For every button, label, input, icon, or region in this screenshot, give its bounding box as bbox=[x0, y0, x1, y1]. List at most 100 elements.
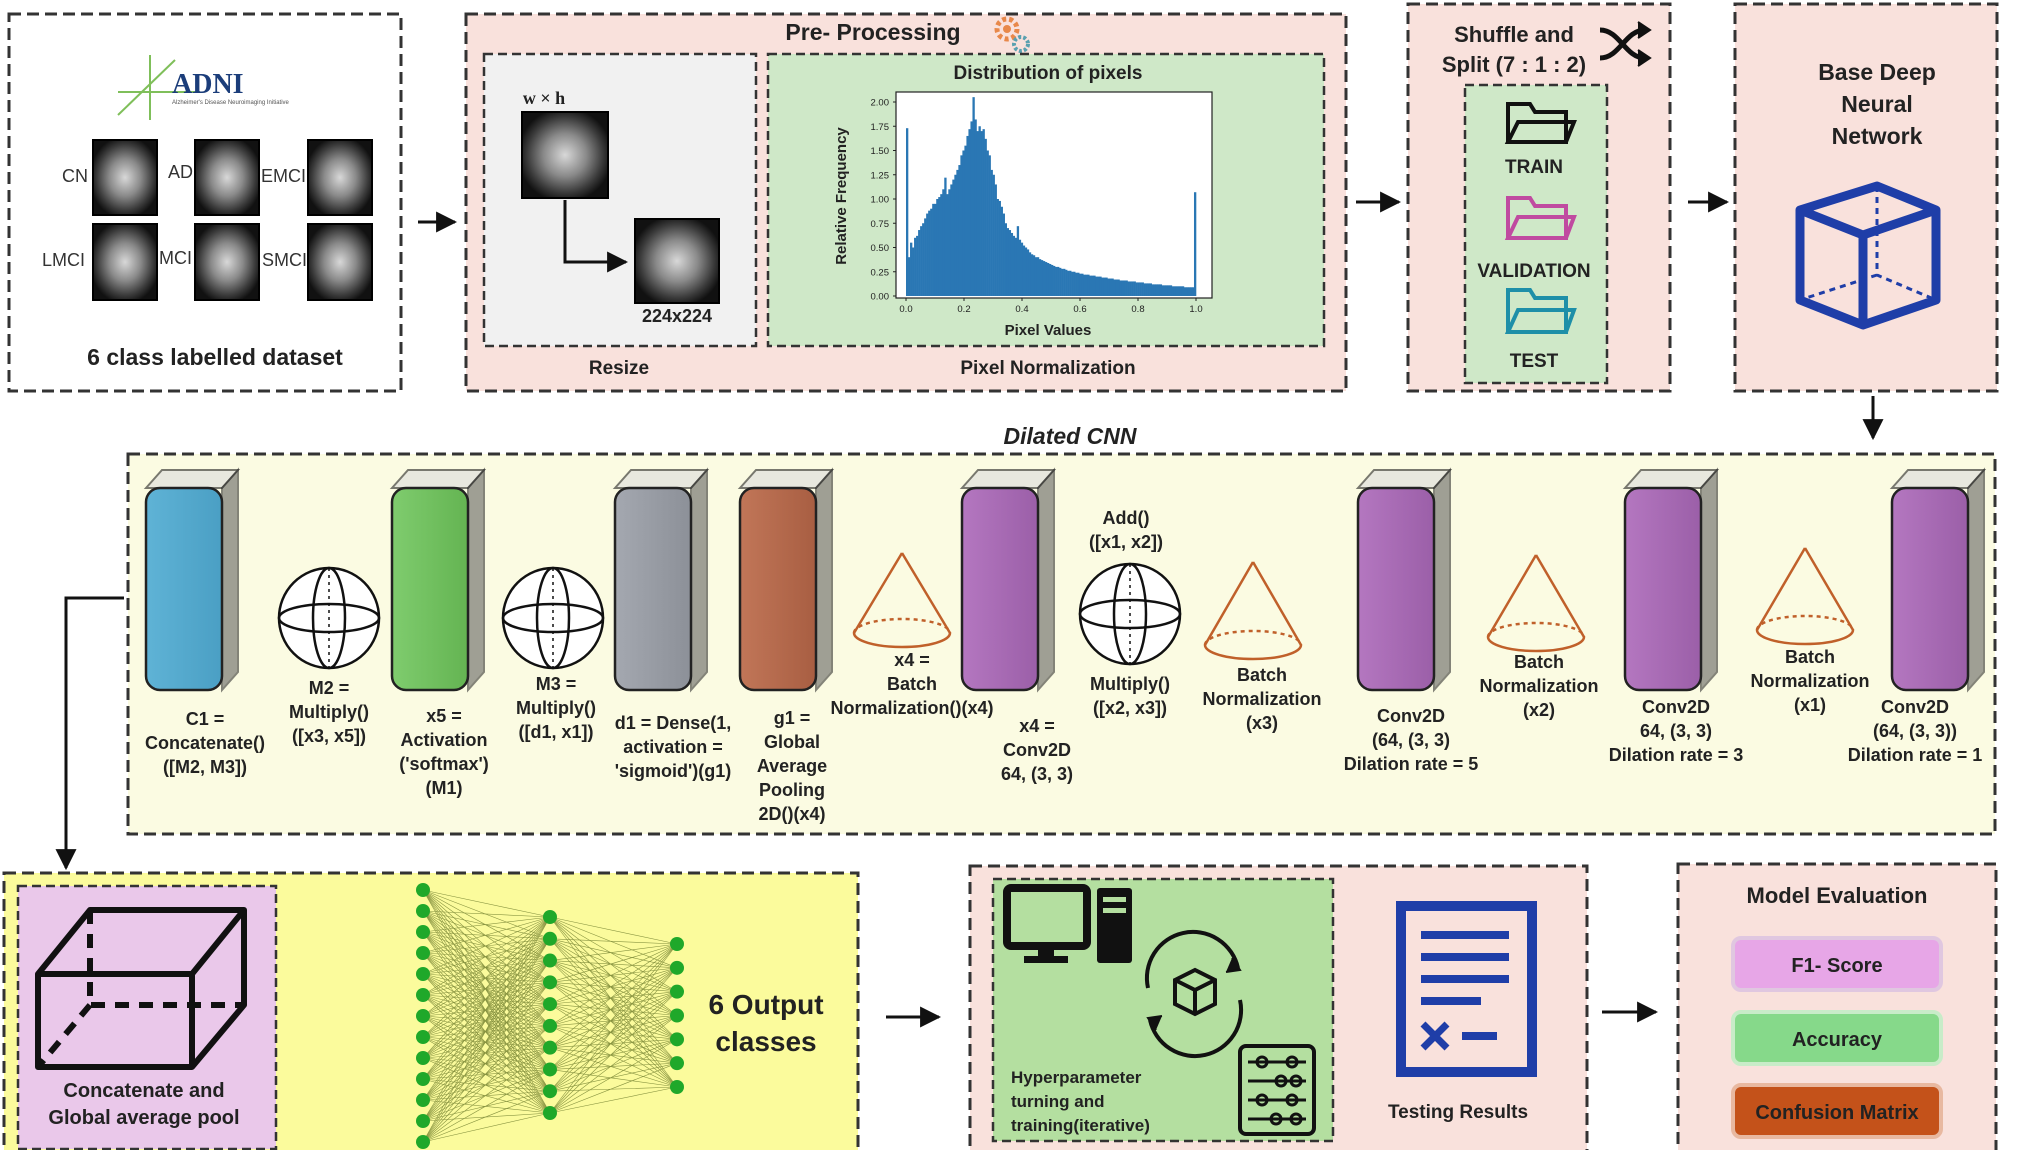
arrow-dilated-to-concat bbox=[55, 596, 124, 871]
histogram-bar bbox=[1044, 262, 1048, 296]
nn-node bbox=[670, 937, 684, 951]
iterative-training-icon bbox=[1144, 929, 1244, 1059]
cube-icon bbox=[1795, 181, 1941, 330]
histogram-bar bbox=[992, 174, 995, 296]
histogram-bar bbox=[1006, 228, 1010, 296]
dense-layer-block bbox=[612, 467, 710, 693]
mri-thumb-emci bbox=[307, 139, 373, 216]
base-title-line2: Neural bbox=[1841, 91, 1913, 117]
histogram-bar bbox=[1131, 281, 1134, 296]
layer-label-line: Normalization bbox=[1750, 671, 1869, 691]
mri-thumbnails bbox=[92, 139, 373, 301]
histogram-bar bbox=[1061, 268, 1064, 296]
batchnorm-x4-cone bbox=[852, 552, 952, 649]
nn-node bbox=[543, 1018, 557, 1033]
layer-top-label-line: Add() bbox=[1103, 508, 1150, 528]
histogram-bar bbox=[1189, 287, 1193, 296]
histogram-bar bbox=[1085, 274, 1088, 296]
testing-results-label: Testing Results bbox=[1388, 1102, 1528, 1123]
histogram-bar bbox=[1016, 226, 1020, 296]
shuffle-split-panel: Shuffle and Split (7 : 1 : 2) TRAIN VALI… bbox=[1406, 2, 1672, 393]
activation-layer-block bbox=[389, 467, 487, 693]
histogram-bar bbox=[944, 177, 947, 296]
preprocessing-title: Pre- Processing bbox=[785, 19, 960, 45]
histogram-bar bbox=[1177, 286, 1181, 296]
histogram-bar bbox=[1002, 213, 1005, 296]
histogram-bar bbox=[1121, 280, 1124, 296]
histogram-bar bbox=[1145, 283, 1148, 296]
conv2d-dilation5-block bbox=[1355, 467, 1453, 693]
abacus-icon bbox=[1238, 1044, 1316, 1136]
layer-label-line: x5 = bbox=[426, 706, 462, 726]
histogram-bar bbox=[1051, 264, 1054, 296]
layer-label-line: ([x2, x3]) bbox=[1093, 698, 1167, 718]
base-title-line3: Network bbox=[1832, 123, 1923, 149]
split-test-label: TEST bbox=[1510, 351, 1559, 372]
layer-label-line: ([d1, x1]) bbox=[518, 722, 593, 742]
histogram-bar bbox=[1063, 268, 1066, 296]
nn-node bbox=[543, 910, 557, 924]
histogram-bar bbox=[976, 131, 979, 296]
layer-label-line: Concatenate() bbox=[145, 733, 265, 753]
layer-label-line: Multiply() bbox=[1090, 674, 1170, 694]
adni-dataset-panel: ADNI Alzheimer's Disease Neuroimaging In… bbox=[7, 12, 403, 393]
histogram-bar bbox=[952, 179, 955, 296]
histogram-bar bbox=[1020, 242, 1024, 296]
histogram-bar bbox=[970, 121, 973, 297]
histogram-bar bbox=[1149, 283, 1152, 296]
preprocessing-panel: Pre- Processing w × h 224x224 Resize Dis… bbox=[464, 12, 1348, 393]
histogram-bar bbox=[1119, 280, 1122, 296]
mri-thumb-cn bbox=[92, 139, 158, 216]
histogram-bar bbox=[1111, 278, 1114, 296]
batchnorm-x2-cone bbox=[1486, 554, 1586, 653]
nn-node bbox=[416, 946, 430, 960]
histogram-bar bbox=[1143, 283, 1146, 296]
nn-node bbox=[543, 1106, 557, 1120]
resize-output-image bbox=[634, 218, 720, 304]
histogram-bar bbox=[1123, 280, 1126, 296]
class-label-smci: SMCI bbox=[262, 250, 307, 270]
class-label-ad: AD bbox=[168, 162, 193, 182]
resize-output-dims: 224x224 bbox=[642, 306, 712, 326]
layer-label-line: Normalization bbox=[1202, 689, 1321, 709]
concat-output-panel: Concatenate and Global average pool 6 Ou… bbox=[2, 871, 860, 1150]
histogram-bar bbox=[1117, 279, 1120, 296]
histogram-bar bbox=[966, 135, 969, 296]
histogram-bar bbox=[968, 129, 971, 296]
layer-label-line: Batch bbox=[1514, 652, 1564, 672]
layer-label-line: 64, (3, 3) bbox=[1640, 721, 1712, 741]
add-multiply-sphere bbox=[1078, 562, 1182, 666]
histogram-bar bbox=[1193, 192, 1197, 296]
histogram-bar bbox=[1101, 277, 1104, 296]
concatenate-layer-block bbox=[143, 467, 241, 693]
nn-node bbox=[543, 953, 557, 968]
dilated-cnn-labels: C1 =Concatenate()([M2, M3])M2 =Multiply(… bbox=[145, 508, 1982, 824]
histogram-bar bbox=[1165, 285, 1169, 296]
layer-label-line: Conv2D bbox=[1881, 697, 1949, 717]
histogram-bar bbox=[1127, 281, 1130, 296]
histogram-bar bbox=[1173, 286, 1177, 296]
histogram-y-tick-label: 0.00 bbox=[871, 292, 890, 303]
nn-node bbox=[670, 1080, 684, 1094]
training-label-line1: Hyperparameter bbox=[1011, 1068, 1142, 1087]
layer-label-line: M2 = bbox=[309, 678, 350, 698]
cuboid-icon bbox=[35, 907, 247, 1070]
histogram-bar bbox=[910, 242, 913, 296]
multiply-m3-sphere bbox=[501, 566, 605, 670]
nn-node bbox=[543, 975, 557, 990]
histogram-bar bbox=[1012, 235, 1016, 296]
histogram-bar bbox=[934, 203, 937, 296]
histogram-y-tick-label: 1.25 bbox=[871, 170, 890, 181]
histogram-y-tick-label: 1.75 bbox=[871, 122, 890, 133]
mri-thumb-smci bbox=[307, 223, 373, 301]
training-panel: Hyperparameter turning and training(iter… bbox=[968, 864, 1589, 1150]
layer-label-line: Dilation rate = 3 bbox=[1609, 745, 1744, 765]
layer-label-line: (x1) bbox=[1794, 695, 1826, 715]
training-label-line2: turning and bbox=[1011, 1092, 1104, 1111]
layer-label-line: Dilation rate = 1 bbox=[1848, 745, 1983, 765]
histogram-bar bbox=[1159, 284, 1163, 296]
histogram-bar bbox=[962, 150, 965, 296]
histogram-bar bbox=[1135, 282, 1138, 296]
histogram-bar bbox=[1167, 285, 1171, 296]
